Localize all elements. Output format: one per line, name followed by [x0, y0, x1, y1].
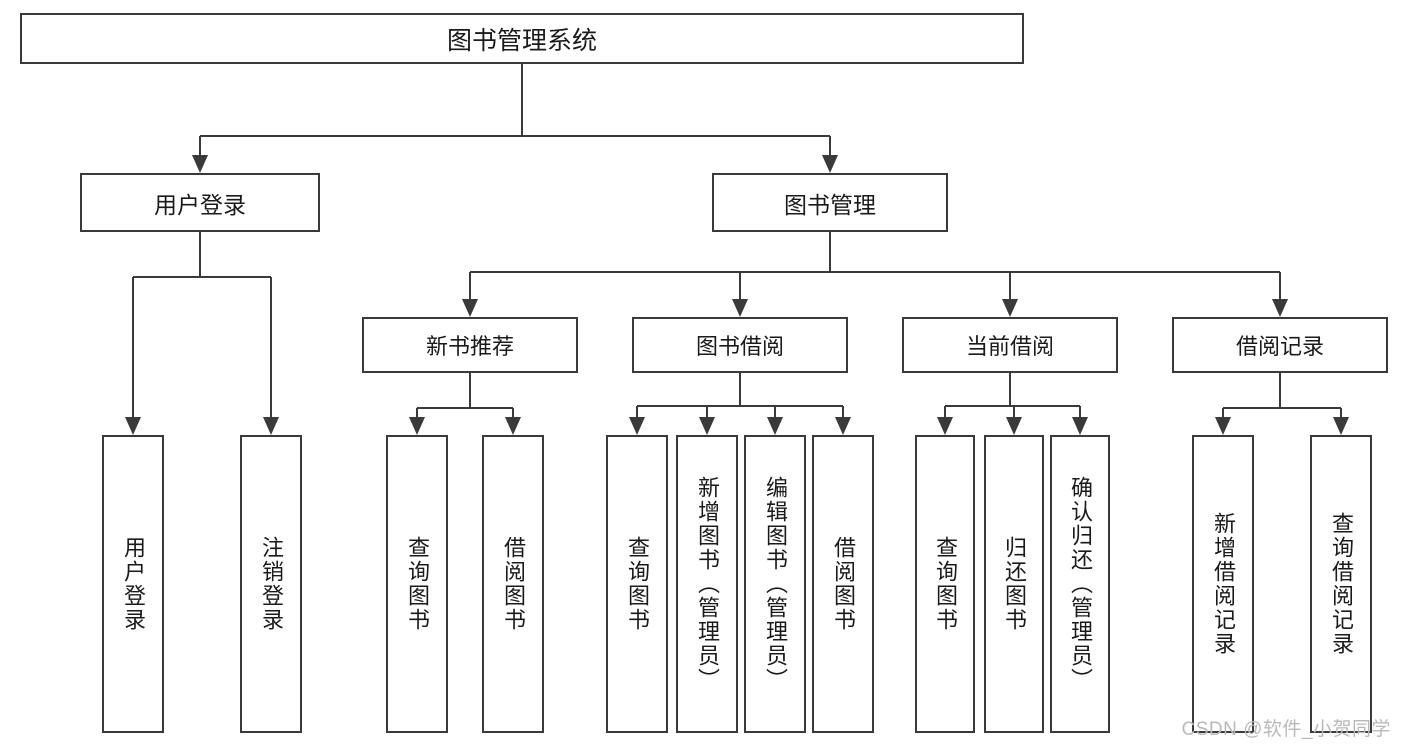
arrowhead-record-1 — [1333, 417, 1349, 435]
connector-current-drop-2 — [1078, 406, 1082, 417]
connector-bookmgmt-drop-0 — [468, 272, 472, 299]
node-root-label: 图书管理系统 — [446, 26, 597, 55]
node-leaf-5[interactable]: 新增图书（管理员） — [676, 435, 738, 733]
node-leaf-label: 查询图书 — [625, 536, 650, 632]
connector-borrow-stem — [738, 373, 742, 406]
arrowhead-record-0 — [1215, 417, 1231, 435]
node-level2-3[interactable]: 借阅记录 — [1172, 317, 1388, 373]
node-leaf-11[interactable]: 新增借阅记录 — [1192, 435, 1254, 733]
arrowhead-bookmgmt-3 — [1272, 299, 1288, 317]
node-leaf-label: 新增借阅记录 — [1211, 512, 1236, 656]
node-leaf-3[interactable]: 借阅图书 — [482, 435, 544, 733]
arrowhead-borrow-3 — [835, 417, 851, 435]
node-leaf-0[interactable]: 用户登录 — [102, 435, 164, 733]
node-leaf-6[interactable]: 编辑图书（管理员） — [744, 435, 806, 733]
connector-borrow-drop-0 — [635, 406, 639, 417]
arrowhead-newbook-0 — [409, 417, 425, 435]
node-leaf-1[interactable]: 注销登录 — [240, 435, 302, 733]
arrowhead-current-1 — [1006, 417, 1022, 435]
connector-borrow-drop-1 — [705, 406, 709, 417]
node-leaf-label: 新增图书（管理员） — [695, 476, 720, 692]
node-level1-label: 用户登录 — [154, 191, 246, 218]
arrowhead-bookmgmt-1 — [732, 299, 748, 317]
connector-root-drop-0 — [198, 136, 202, 155]
connector-bookmgmt-drop-1 — [738, 272, 742, 299]
connector-root-bus — [200, 134, 830, 138]
node-leaf-label: 借阅图书 — [501, 536, 526, 632]
node-level2-label: 当前借阅 — [965, 334, 1054, 359]
arrowhead-current-2 — [1072, 417, 1088, 435]
arrowhead-userlogin-1 — [263, 417, 279, 435]
arrowhead-root-0 — [192, 155, 208, 173]
connector-userlogin-drop-1 — [269, 277, 273, 417]
node-leaf-2[interactable]: 查询图书 — [386, 435, 448, 733]
arrowhead-borrow-0 — [629, 417, 645, 435]
node-leaf-7[interactable]: 借阅图书 — [812, 435, 874, 733]
node-level2-label: 借阅记录 — [1235, 334, 1324, 359]
node-level2-label: 新书推荐 — [425, 334, 514, 359]
arrowhead-userlogin-0 — [125, 417, 141, 435]
node-leaf-label: 用户登录 — [121, 536, 146, 632]
arrowhead-newbook-1 — [505, 417, 521, 435]
node-leaf-label: 编辑图书（管理员） — [763, 476, 788, 692]
connector-bookmgmt-drop-3 — [1278, 272, 1282, 299]
arrowhead-borrow-2 — [767, 417, 783, 435]
connector-borrow-drop-3 — [841, 406, 845, 417]
connector-bookmgmt-drop-2 — [1008, 272, 1012, 299]
node-level2-label: 图书借阅 — [695, 334, 784, 359]
arrowhead-current-0 — [937, 417, 953, 435]
arrowhead-bookmgmt-2 — [1002, 299, 1018, 317]
node-level2-1[interactable]: 图书借阅 — [632, 317, 848, 373]
connector-newbook-drop-0 — [415, 408, 419, 417]
connector-current-drop-1 — [1012, 406, 1016, 417]
connector-bookmgmt-bus — [470, 270, 1280, 274]
connector-newbook-drop-1 — [511, 408, 515, 417]
connector-current-bus — [945, 404, 1080, 408]
node-leaf-12[interactable]: 查询借阅记录 — [1310, 435, 1372, 733]
connector-record-drop-0 — [1221, 408, 1225, 417]
node-leaf-8[interactable]: 查询图书 — [915, 435, 975, 733]
connector-borrow-drop-2 — [773, 406, 777, 417]
connector-bookmgmt-stem — [828, 232, 832, 272]
node-leaf-label: 查询图书 — [405, 536, 430, 632]
node-level1-0[interactable]: 用户登录 — [80, 173, 320, 232]
connector-root-stem — [520, 64, 524, 136]
node-level2-2[interactable]: 当前借阅 — [902, 317, 1118, 373]
connector-record-drop-1 — [1339, 408, 1343, 417]
connector-borrow-bus — [637, 404, 843, 408]
node-root[interactable]: 图书管理系统 — [20, 13, 1024, 64]
node-leaf-label: 归还图书 — [1002, 536, 1027, 632]
arrowhead-root-1 — [822, 155, 838, 173]
connector-current-drop-0 — [943, 406, 947, 417]
node-leaf-label: 确认归还（管理员） — [1068, 476, 1093, 692]
node-level2-0[interactable]: 新书推荐 — [362, 317, 578, 373]
node-leaf-label: 借阅图书 — [831, 536, 856, 632]
connector-current-stem — [1008, 373, 1012, 406]
arrowhead-bookmgmt-0 — [462, 299, 478, 317]
node-level1-1[interactable]: 图书管理 — [712, 173, 948, 232]
connector-root-drop-1 — [828, 136, 832, 155]
connector-userlogin-stem — [198, 232, 202, 277]
connector-newbook-bus — [417, 406, 513, 410]
connector-record-stem — [1278, 373, 1282, 408]
node-leaf-label: 查询借阅记录 — [1329, 512, 1354, 656]
connector-userlogin-drop-0 — [131, 277, 135, 417]
node-leaf-9[interactable]: 归还图书 — [984, 435, 1044, 733]
node-leaf-label: 查询图书 — [933, 536, 958, 632]
connector-record-bus — [1223, 406, 1341, 410]
node-leaf-label: 注销登录 — [259, 536, 284, 632]
arrowhead-borrow-1 — [699, 417, 715, 435]
node-level1-label: 图书管理 — [784, 191, 876, 218]
node-leaf-4[interactable]: 查询图书 — [606, 435, 668, 733]
node-leaf-10[interactable]: 确认归还（管理员） — [1050, 435, 1110, 733]
connector-newbook-stem — [468, 373, 472, 408]
connector-userlogin-bus — [133, 275, 271, 279]
